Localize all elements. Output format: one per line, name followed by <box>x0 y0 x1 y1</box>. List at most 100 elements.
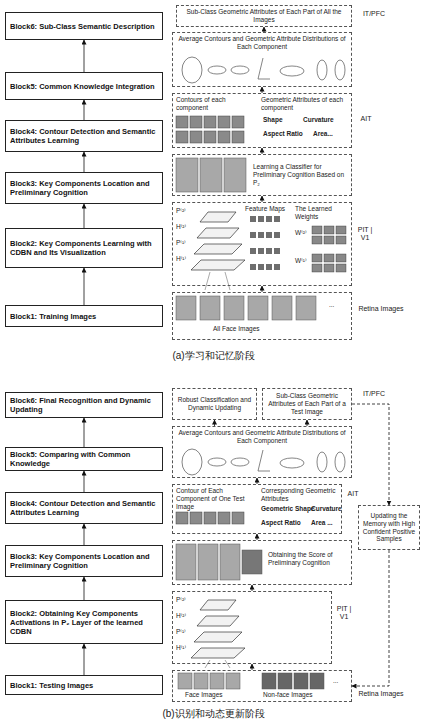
region-label: IT/PFC <box>354 10 394 18</box>
flow-arrow <box>84 471 85 492</box>
flow-arrow <box>84 268 85 305</box>
link-line <box>225 660 230 668</box>
face-image <box>194 673 208 689</box>
face-image <box>176 296 196 320</box>
region-label: Retina Images <box>356 690 406 698</box>
mouth-contour <box>280 458 304 468</box>
component-image <box>176 512 188 524</box>
region-label: Retina Images <box>356 305 406 313</box>
block-text: Block1: Testing Images <box>10 681 158 690</box>
box-text: P⁽¹⁾ <box>176 628 194 636</box>
feature-map <box>258 264 264 270</box>
component-image <box>218 512 230 524</box>
process-block: Block2: Key Components Learning with CDB… <box>5 228 163 268</box>
block-text: Block4: Contour Detection and Semantic A… <box>10 499 158 517</box>
region-label: PIT | V1 <box>357 226 373 243</box>
box-text: Geometric Shape <box>261 505 314 513</box>
process-block: Block1: Training Images <box>5 305 163 327</box>
eye-contour <box>208 458 226 466</box>
component-image <box>204 512 216 524</box>
process-block: Block3: Key Components Location and Prel… <box>5 172 163 204</box>
face-image <box>248 296 268 320</box>
layer-plane <box>200 600 236 610</box>
block-text: Block3: Key Components Location and Prel… <box>10 179 158 197</box>
link-line <box>205 272 210 290</box>
box-text: P⁽²⁾ <box>176 207 194 215</box>
feature-maps <box>250 216 280 270</box>
face-image <box>224 296 244 320</box>
content-box: Contours of each componentGeometric Attr… <box>172 93 352 148</box>
face-image <box>224 158 246 192</box>
process-block: Block2: Obtaining Key Components Activat… <box>5 600 163 644</box>
box-text: P⁽²⁾ <box>176 596 194 604</box>
box-text: H⁽¹⁾ <box>176 255 194 263</box>
face-image <box>272 296 292 320</box>
process-block: Block6: Sub-Class Semantic Description <box>5 12 163 40</box>
region-label: PIT | V1 <box>336 605 352 622</box>
component-image <box>232 512 244 524</box>
box-text: W⁽¹⁾ <box>295 257 313 265</box>
content-box: All Face Images... <box>172 292 352 340</box>
content-box: Average Contours and Geometric Attribute… <box>172 426 352 478</box>
face-image <box>296 296 316 320</box>
weight-patch <box>336 236 346 244</box>
face-images <box>176 158 324 689</box>
box-text: Sub-Class Geometric Attributes of Each P… <box>180 8 348 24</box>
block-text: Block2: Obtaining Key Components Activat… <box>10 609 158 636</box>
feature-map <box>274 232 280 238</box>
block-text: Block4: Contour Detection and Semantic A… <box>10 127 158 145</box>
process-block: Block1: Testing Images <box>5 675 163 695</box>
box-text: Area... <box>313 130 333 138</box>
face-contour <box>182 449 202 475</box>
nonface-image <box>294 673 308 689</box>
feature-map <box>266 264 272 270</box>
process-block: Block4: Contour Detection and Semantic A… <box>5 492 163 524</box>
content-box: Average Contours and Geometric Attribute… <box>172 32 352 87</box>
weight-patch <box>324 264 334 272</box>
content-box: Obtaining the Score of Preliminary Cogni… <box>172 540 352 585</box>
process-block: Block6: Final Recognition and Dynamic Up… <box>5 392 163 418</box>
weight-patch <box>312 236 322 244</box>
region-label: AIT <box>356 115 376 123</box>
content-box: Updating the Memory with High Confident … <box>358 505 420 550</box>
region-label: AIT <box>345 490 361 498</box>
box-text: ... <box>329 301 349 309</box>
ear-contour <box>317 452 327 472</box>
process-block: Block3: Key Components Location and Prel… <box>5 545 163 577</box>
panel-caption: (a)学习和记忆阶段 <box>0 350 427 362</box>
face-image <box>198 544 218 580</box>
content-box: Sub-Class Geometric Attributes of Each P… <box>176 5 352 27</box>
weight-patch <box>324 236 334 244</box>
layer-plane <box>200 212 236 222</box>
flow-arrow <box>84 204 85 228</box>
face-image <box>226 673 240 689</box>
face-image <box>178 673 192 689</box>
box-text: Area ... <box>311 519 333 527</box>
box-text: Aspect Ratio <box>261 519 301 527</box>
block-text: Block3: Key Components Location and Prel… <box>10 552 158 570</box>
box-text: H⁽¹⁾ <box>176 644 194 652</box>
component-image <box>190 512 202 524</box>
flow-arrow <box>84 577 85 600</box>
block-text: Block2: Key Components Learning with CDB… <box>10 239 158 257</box>
component-image <box>190 131 202 143</box>
layer-plane <box>194 632 242 642</box>
content-box: P⁽²⁾H⁽²⁾P⁽¹⁾H⁽¹⁾ <box>172 591 332 664</box>
component-image <box>232 116 244 128</box>
face-image <box>210 673 224 689</box>
box-text: Contours of each component <box>176 96 254 112</box>
flow-arrow <box>84 418 85 447</box>
weight-patch <box>324 226 334 234</box>
component-image <box>176 131 188 143</box>
feature-map <box>250 232 256 238</box>
box-text: Robust Classification and Dynamic Updati… <box>176 396 253 412</box>
content-box: P⁽²⁾H⁽²⁾P⁽¹⁾H⁽¹⁾Feature MapsThe Learned … <box>172 202 352 286</box>
face-image <box>220 544 240 580</box>
panel-caption: (b)识别和动态更新阶段 <box>0 708 427 720</box>
face-image <box>176 544 196 580</box>
flow-arrow <box>84 40 85 72</box>
nonface-image <box>262 673 276 689</box>
box-text: Curvature <box>311 505 342 513</box>
box-text: Contour of Each Component of One Test Im… <box>176 487 256 510</box>
flow-arrow <box>84 100 85 120</box>
